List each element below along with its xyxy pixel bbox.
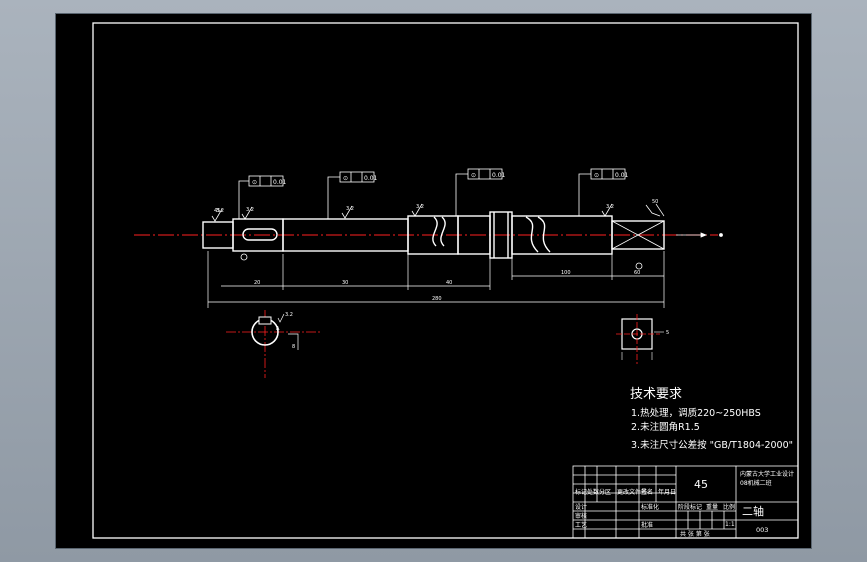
inner-frame xyxy=(92,22,799,539)
tb-scale: 比例 xyxy=(723,503,735,511)
gdt-frame-3 xyxy=(455,168,503,216)
section-view: 3.2 8 A xyxy=(226,310,322,378)
drawing-canvas: ⊙ 0.01 ⊙ 0.01 ⊙ 0.01 ⊙ 0.01 3.2 3.2 xyxy=(92,22,799,539)
tb-material: 45 xyxy=(694,478,708,491)
dim-d7: 60 xyxy=(634,270,640,276)
gdt-symbol-3: ⊙ xyxy=(471,172,476,179)
gdt-frame-4 xyxy=(578,168,626,216)
tb-part-name: 二轴 xyxy=(742,504,764,518)
tb-mark: 标记 xyxy=(575,488,587,496)
gdt-frame-1 xyxy=(238,175,284,219)
tb-sheets: 共 张 第 张 xyxy=(680,530,710,538)
title-block: 标记 处数 分区 更改文件号 签名 年月日 设计 标准化 审核 工艺 批准 阶段… xyxy=(572,465,799,539)
drawing-sheet: ⊙ 0.01 ⊙ 0.01 ⊙ 0.01 ⊙ 0.01 3.2 3.2 xyxy=(55,13,812,549)
finish-5: 3.2 xyxy=(606,204,614,210)
keyway-slot xyxy=(242,228,278,241)
tb-count: 处数 xyxy=(587,488,599,496)
requirements-title: 技术要求 xyxy=(630,387,682,402)
end-view-dim: 5 xyxy=(666,330,669,336)
keyway-dim: 8 xyxy=(292,344,295,350)
gdt-value-4: 0.01 xyxy=(615,172,629,179)
tb-scale-value: 1:1 xyxy=(725,521,735,528)
finish-2: 3.2 xyxy=(246,207,254,213)
gdt-symbol-2: ⊙ xyxy=(343,175,348,182)
gdt-value-1: 0.01 xyxy=(273,179,287,186)
section-finish: 3.2 xyxy=(285,312,293,318)
tb-class: 08机械二班 xyxy=(740,479,772,487)
requirement-1: 1.热处理，调质220~250HBS xyxy=(631,407,761,419)
tb-date: 年月日 xyxy=(658,488,676,496)
dim-d1: 20 xyxy=(254,280,260,286)
dim-d4: 45 xyxy=(214,208,220,214)
dim-d6: 100 xyxy=(561,270,571,276)
tb-approve: 批准 xyxy=(641,521,653,529)
gdt-value-2: 0.01 xyxy=(364,175,378,182)
shaft-front-view xyxy=(134,211,718,259)
end-view: 5 xyxy=(616,314,669,364)
finish-4: 3.2 xyxy=(416,204,424,210)
dim-overall: 280 xyxy=(432,296,442,302)
tb-review: 审核 xyxy=(575,512,587,520)
tb-process: 工艺 xyxy=(575,521,587,529)
gdt-value-3: 0.01 xyxy=(492,172,506,179)
shaft-end xyxy=(611,220,665,250)
tb-signature: 签名 xyxy=(641,488,653,496)
tb-drawing-no: 003 xyxy=(756,526,768,534)
gdt-symbol-1: ⊙ xyxy=(252,179,257,186)
dimension-lines xyxy=(207,203,665,308)
tb-zone: 分区 xyxy=(599,488,611,496)
section-markers xyxy=(240,232,723,270)
technical-requirements: 技术要求 1.热处理，调质220~250HBS 2.未注圆角R1.5 3.未注尺… xyxy=(630,387,793,451)
tb-weight: 重量 xyxy=(706,503,718,511)
requirement-3: 3.未注尺寸公差按 "GB/T1804-2000" xyxy=(631,439,793,451)
tb-change-doc: 更改文件号 xyxy=(617,488,647,496)
tb-standardize: 标准化 xyxy=(641,503,659,511)
break-line-2 xyxy=(525,216,551,253)
tb-stage-mark: 阶段标记 xyxy=(678,503,702,511)
tb-school: 内蒙古大学工业设计 xyxy=(740,470,794,478)
finish-3: 3.2 xyxy=(346,206,354,212)
section-label: A xyxy=(276,326,280,332)
break-line-1 xyxy=(432,216,446,247)
gdt-callouts xyxy=(238,168,626,219)
gdt-frame-2 xyxy=(327,171,375,219)
surface-finish-marks xyxy=(211,203,661,222)
dim-d3: 40 xyxy=(446,280,452,286)
gdt-symbol-4: ⊙ xyxy=(594,172,599,179)
requirement-2: 2.未注圆角R1.5 xyxy=(631,421,700,433)
finish-1: 3.2 xyxy=(216,208,224,214)
tb-design: 设计 xyxy=(575,503,587,511)
dim-d5: 50 xyxy=(652,199,658,205)
dim-d2: 30 xyxy=(342,280,348,286)
